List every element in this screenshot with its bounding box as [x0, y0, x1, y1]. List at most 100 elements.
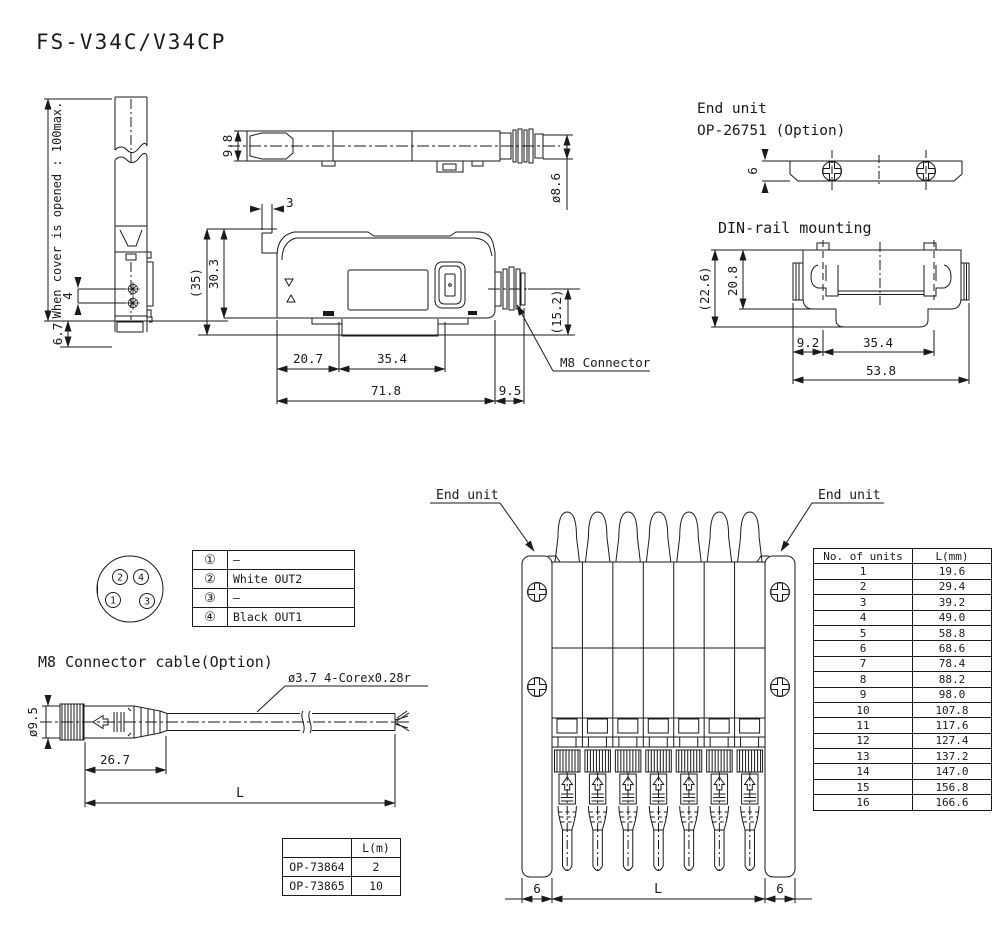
length-cell: 39.2 [912, 594, 992, 611]
dim-din-total-width: 53.8 [866, 363, 896, 378]
dim-top-height: 9.8 [220, 135, 235, 158]
pin-number-cell: ② [192, 569, 228, 589]
pin-number-cell: ① [192, 550, 228, 570]
units-cell: 9 [813, 686, 913, 703]
units-cell: 3 [813, 594, 913, 611]
dim-cable-dia: ø9.5 [25, 707, 40, 737]
dim-screw-pitch: 4 [60, 292, 75, 300]
length-cell: 88.2 [912, 671, 992, 688]
length-cell: 68.6 [912, 640, 992, 657]
dim-connector-len: 9.5 [499, 383, 522, 398]
pin-desc-cell: White OUT2 [227, 569, 355, 589]
length-cell: 19.6 [912, 563, 992, 580]
dim-din-body-height: 20.8 [725, 266, 740, 296]
units-cell: 15 [813, 778, 913, 796]
cable-title: M8 Connector cable(Option) [38, 653, 273, 671]
dim-total-height: (35) [188, 268, 203, 298]
length-header-cell: L(m) [351, 838, 401, 858]
length-cell: 127.4 [912, 732, 992, 750]
length-cell: 147.0 [912, 763, 992, 780]
table-row: OP-73864 2 [282, 857, 401, 877]
units-cell: 1 [813, 563, 913, 580]
pin-1-label: 1 [110, 596, 116, 607]
units-cell: 13 [813, 748, 913, 765]
table-row: ③ – [192, 588, 355, 608]
units-cell: 12 [813, 732, 913, 750]
assembly-view [430, 502, 884, 903]
cable-spec: ø3.7 4-Corex0.28r [288, 671, 411, 685]
front-view [198, 204, 650, 405]
pin-2-label: 2 [117, 573, 123, 584]
cable-length-table: L(m) OP-73864 2 OP-73865 10 [282, 838, 401, 896]
units-cell: 8 [813, 671, 913, 688]
units-cell: 6 [813, 640, 913, 657]
dim-mid: 35.4 [377, 351, 407, 366]
length-cell: 98.0 [912, 686, 992, 703]
pinout-table: ① – ② White OUT2 ③ – ④ Black OUT1 [192, 550, 355, 627]
dim-connector-dia: ø8.6 [548, 173, 563, 203]
length-cell: 58.8 [912, 624, 992, 642]
pin-3-label: 3 [144, 597, 150, 608]
units-cell: 16 [813, 794, 913, 811]
model-header-cell [282, 838, 352, 858]
din-rail-view [711, 240, 970, 384]
pin-desc-cell: – [227, 588, 355, 608]
dim-assembly-left: 6 [533, 881, 541, 896]
dim-left: 20.7 [293, 351, 323, 366]
length-header-cell: L(mm) [912, 547, 992, 565]
length-cell: 137.2 [912, 748, 992, 765]
table-row: L(m) [282, 838, 401, 858]
length-cell: 10 [351, 876, 401, 896]
end-unit-view [761, 149, 963, 193]
length-cell: 156.8 [912, 778, 992, 796]
dim-assembly-length: L [654, 882, 662, 897]
dim-din-mid: 35.4 [863, 335, 893, 350]
units-cell: 5 [813, 624, 913, 642]
length-cell: 2 [351, 857, 401, 877]
assembly-label-left: End unit [436, 488, 499, 503]
pin-desc-cell: Black OUT1 [227, 607, 355, 627]
dim-din-left: 9.2 [797, 335, 820, 350]
dim-end-unit-thickness: 6 [745, 167, 760, 175]
top-view [228, 128, 573, 210]
dim-tab: 3 [286, 195, 294, 210]
side-note: When cover is opened : 100max. [50, 102, 64, 319]
callout-m8-connector: M8 Connector [560, 355, 651, 370]
units-cell: 14 [813, 763, 913, 780]
dim-body-height: 30.3 [206, 259, 221, 289]
units-cell: 11 [813, 717, 913, 734]
table-row: OP-73865 10 [282, 876, 401, 896]
model-cell: OP-73864 [282, 857, 352, 877]
dim-din-total-height: (22.6) [697, 266, 712, 311]
pin-4-label: 4 [138, 573, 144, 584]
length-cell: 29.4 [912, 578, 992, 596]
length-cell: 107.8 [912, 701, 992, 719]
assembly-label-right: End unit [818, 488, 881, 503]
end-unit-title: End unit [697, 101, 767, 117]
dim-connector-height: (15.2) [549, 289, 564, 334]
end-unit-model: OP-26751 (Option) [697, 123, 845, 139]
units-cell: 7 [813, 655, 913, 673]
page-title: FS-V34C/V34CP [36, 30, 227, 54]
dim-total-width: 71.8 [371, 383, 401, 398]
length-cell: 117.6 [912, 717, 992, 734]
dim-cable-length: L [236, 786, 244, 801]
table-row: ① – [192, 550, 355, 570]
units-cell: 4 [813, 609, 913, 626]
